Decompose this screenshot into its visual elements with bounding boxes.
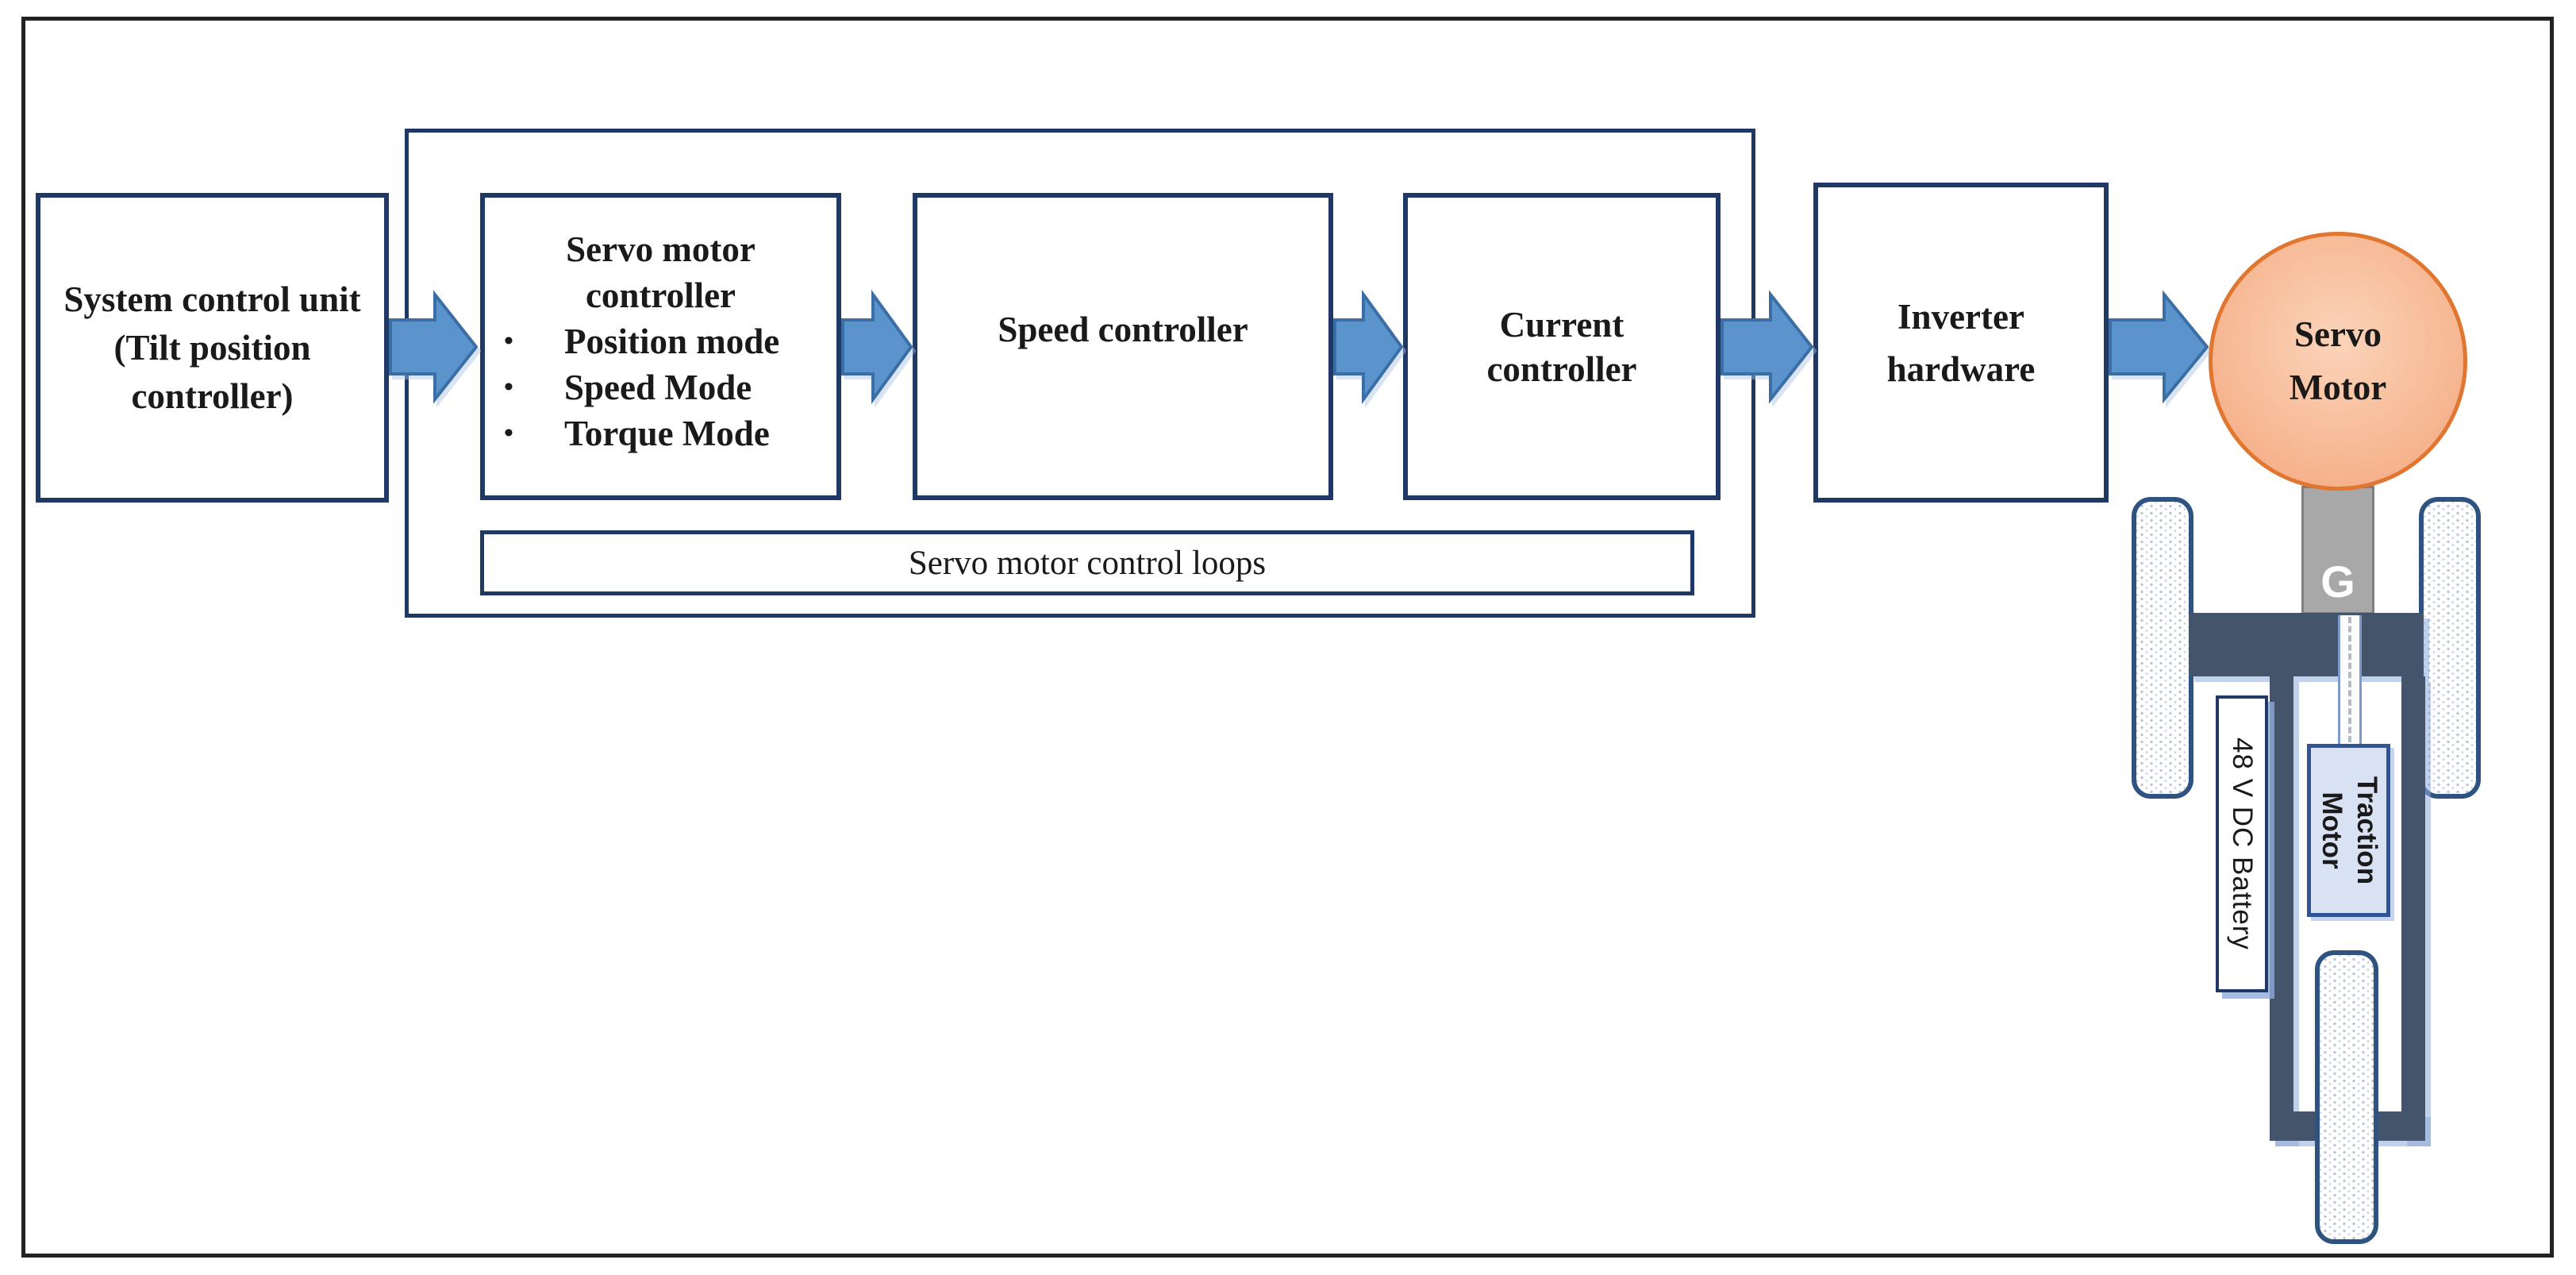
shaft-centerline — [2348, 617, 2351, 742]
system-control-unit-label: System control unit (Tilt position contr… — [63, 279, 361, 416]
inverter-hardware-label: Inverter hardware — [1886, 296, 2036, 389]
control-loops-label-box: Servo motor control loops — [480, 530, 1694, 595]
traction-motor-box: Traction Motor — [2307, 744, 2390, 917]
system-control-unit-box: System control unit (Tilt position contr… — [36, 193, 389, 503]
flow-arrow-icon — [389, 290, 478, 404]
gearbox-label: G — [2320, 557, 2355, 607]
mode-item-speed: • Speed Mode — [485, 364, 836, 410]
chassis-right-bar — [2401, 676, 2425, 1141]
traction-motor-label: Traction Motor — [2316, 776, 2382, 885]
flow-arrow-icon — [1721, 290, 1813, 404]
speed-controller-label: Speed controller — [998, 310, 1248, 349]
mode-item-position: • Position mode — [485, 318, 836, 364]
inverter-hardware-box: Inverter hardware — [1813, 183, 2109, 503]
mode-item-torque: • Torque Mode — [485, 410, 836, 456]
speed-controller-box: Speed controller — [913, 193, 1333, 500]
front-left-wheel — [2132, 497, 2193, 799]
front-right-wheel — [2419, 497, 2481, 799]
bullet-icon: • — [504, 372, 513, 402]
servo-motor-label: Servo Motor — [2289, 314, 2387, 407]
flow-arrow-icon — [1333, 290, 1403, 404]
flow-arrow-icon — [841, 290, 913, 404]
current-controller-box: Current controller — [1403, 193, 1721, 500]
rear-wheel — [2315, 950, 2378, 1244]
servo-motor-controller-title: Servo motor controller — [566, 229, 755, 315]
servo-motor-controller-box: Servo motor controller • Position mode •… — [480, 193, 841, 500]
front-axle — [2189, 613, 2424, 676]
bullet-icon: • — [504, 326, 513, 356]
flow-arrow-icon — [2109, 290, 2209, 404]
battery-label: 48 V DC Battery — [2227, 738, 2258, 950]
bullet-icon: • — [504, 418, 513, 448]
drive-shaft — [2338, 615, 2362, 744]
servo-motor-circle: Servo Motor — [2209, 232, 2467, 491]
control-loops-label: Servo motor control loops — [908, 544, 1267, 582]
battery-box: 48 V DC Battery — [2216, 695, 2268, 992]
current-controller-label: Current controller — [1486, 304, 1637, 389]
chassis-left-bar — [2270, 676, 2293, 1141]
gearbox: G — [2301, 486, 2374, 614]
figure-border — [21, 17, 2554, 1258]
